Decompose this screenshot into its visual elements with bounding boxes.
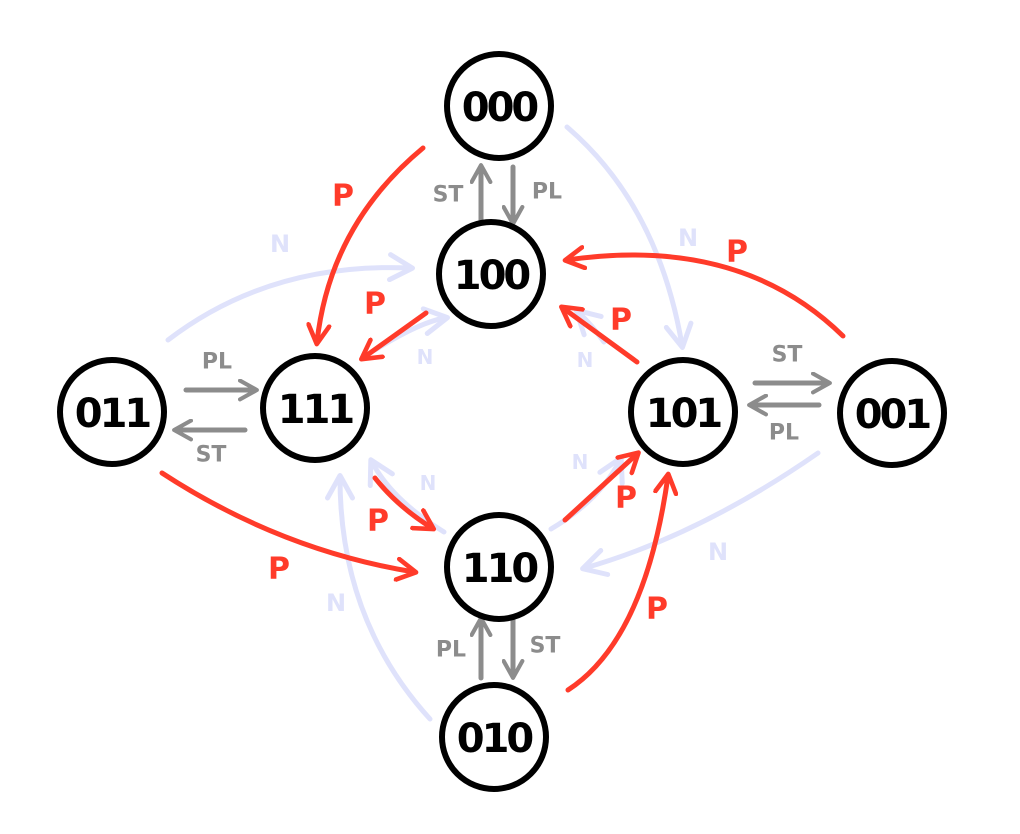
edge-label-n: N (577, 348, 594, 372)
state-node-label: 101 (646, 391, 722, 437)
edge-label-p: P (615, 481, 637, 516)
edge-label-n: N (678, 224, 698, 252)
edge-110-to-101-n: N (548, 450, 625, 532)
edge-arrow-n (165, 252, 415, 343)
edge-arrow-p (562, 454, 637, 523)
edge-label-control: ST (772, 343, 803, 368)
state-node-011: 011 (57, 357, 167, 467)
edge-label-control: ST (196, 443, 227, 468)
edge-label-p: P (726, 235, 748, 270)
state-nodes-layer: 000 100 011 111 101 001 110 010 (57, 51, 947, 792)
edge-label-n: N (708, 538, 728, 566)
edge-001-to-100-p: P (567, 235, 846, 339)
state-node-circle (439, 682, 549, 792)
state-node-101: 101 (628, 357, 738, 467)
state-node-circle (57, 357, 167, 467)
state-node-circle (436, 219, 546, 329)
edge-label-control: PL (769, 421, 799, 446)
state-node-circle (837, 358, 947, 468)
state-node-010: 010 (439, 682, 549, 792)
edge-101-to-001-control: ST (752, 343, 828, 384)
edge-011-to-111-control: PL (183, 350, 255, 391)
edge-label-control: ST (530, 634, 561, 659)
state-node-000: 000 (444, 51, 554, 161)
edge-arrow-p (565, 476, 668, 693)
edge-arrow-p (159, 470, 414, 572)
edge-110-to-010-control: ST (513, 617, 561, 676)
edge-100-to-111-p: P (363, 287, 429, 359)
edge-label-control: PL (436, 638, 466, 663)
state-node-label: 110 (462, 546, 538, 592)
edge-label-n: N (572, 450, 589, 474)
edge-010-to-101-p: P (565, 476, 668, 693)
state-node-label: 001 (855, 392, 931, 438)
edge-001-to-110-n: N (580, 450, 821, 577)
edge-101-to-100-p: P (563, 303, 640, 365)
state-node-001: 001 (837, 358, 947, 468)
edge-arrow-p (372, 475, 432, 528)
edge-arrow-n (564, 124, 694, 350)
edge-001-to-101-control: PL (751, 405, 822, 446)
edge-label-p: P (367, 504, 389, 539)
edge-110-to-101-p: P (562, 454, 637, 523)
edge-000-to-100-control: PL (513, 164, 562, 222)
state-node-label: 010 (457, 716, 533, 762)
edge-100-to-000-control: ST (433, 167, 481, 225)
state-node-circle (260, 353, 370, 463)
state-node-circle (628, 357, 738, 467)
edge-010-to-111-n: N (325, 473, 433, 722)
edge-arrow-p (363, 310, 429, 358)
state-node-circle (444, 512, 554, 622)
labelled-edges-layer: P P P P P P P P ST PL PL ST ST PL PL ST (159, 145, 846, 693)
state-node-111: 111 (260, 353, 370, 463)
edge-label-control: PL (532, 180, 562, 205)
edge-label-control: PL (202, 350, 232, 375)
edge-000-to-111-p: P (317, 145, 426, 342)
edge-label-p: P (646, 592, 668, 627)
state-node-label: 011 (75, 391, 151, 437)
edge-011-to-110-p: P (159, 470, 414, 587)
edge-111-to-110-p: P (367, 475, 432, 539)
edge-label-p: P (268, 552, 290, 587)
edge-label-n: N (326, 589, 346, 617)
state-node-label: 100 (454, 253, 530, 299)
edge-arrow-p (567, 255, 846, 339)
edge-label-p: P (332, 179, 354, 214)
edge-label-n: N (270, 230, 290, 258)
state-node-110: 110 (444, 512, 554, 622)
edge-arrow-n (325, 473, 433, 722)
edge-010-to-110-control: PL (436, 620, 481, 681)
edge-arrow-p (563, 308, 640, 365)
edge-label-p: P (364, 287, 386, 322)
edge-label-control: ST (433, 183, 464, 208)
edge-arrow-n (580, 450, 821, 577)
state-node-label: 111 (278, 387, 354, 433)
edge-label-p: P (610, 303, 632, 338)
edge-111-to-011-control: ST (176, 430, 248, 468)
edge-label-n: N (420, 471, 437, 495)
edge-label-n: N (417, 345, 434, 369)
edge-000-to-101-n: N (564, 124, 698, 350)
edge-011-to-100-n: N (165, 230, 415, 343)
edge-arrow-p (317, 145, 426, 342)
state-node-circle (444, 51, 554, 161)
state-node-label: 000 (462, 85, 538, 131)
state-node-100: 100 (436, 219, 546, 329)
